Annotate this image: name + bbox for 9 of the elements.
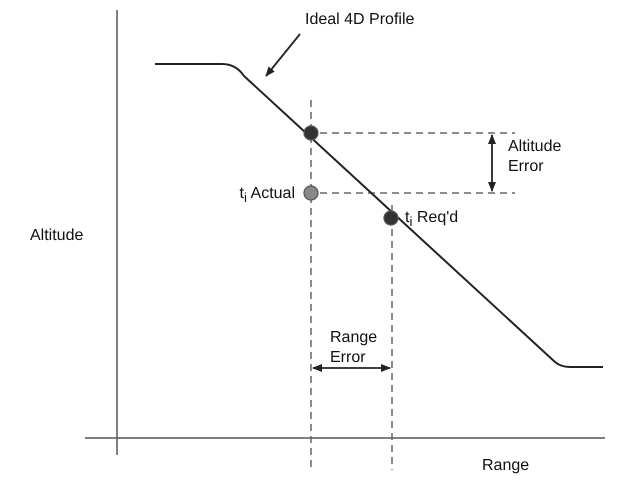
- axis-error-label: Range Error: [330, 328, 378, 368]
- leader-line: [265, 33, 301, 77]
- point-label: t$_{i}$ Actual: [238, 184, 295, 208]
- profile-line: [155, 63, 603, 368]
- axis-error-label: Altitude Error: [508, 137, 562, 177]
- callout-label: Ideal 4D Profile: [305, 10, 414, 30]
- point-label: t$_{i}$ Req'd: [405, 208, 458, 232]
- axis-label: Range: [482, 456, 530, 476]
- axis-label: Altitude: [30, 226, 84, 246]
